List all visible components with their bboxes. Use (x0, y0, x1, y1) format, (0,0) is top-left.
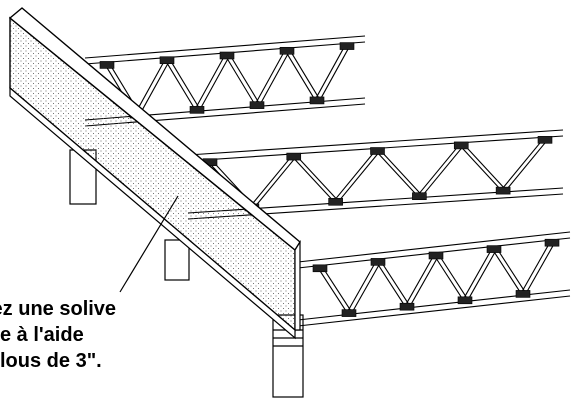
truss-3-connector-plate (341, 309, 357, 317)
truss-1-web (164, 59, 196, 110)
rim-joist-base (9, 86, 296, 340)
rim-joist-face (9, 16, 296, 332)
truss-2-connector-plate (453, 141, 469, 150)
truss-2-connector-plate (495, 186, 511, 195)
truss-1-connector-plate (219, 51, 235, 60)
truss-3-web (346, 261, 377, 313)
truss-3-connector-plate (544, 238, 560, 247)
truss-2-connector-plate (328, 197, 343, 206)
truss-2-web-inner (296, 155, 340, 202)
truss-2-web-inner (254, 155, 298, 208)
truss-2-web-inner (380, 150, 423, 197)
truss-3-top-chord (297, 231, 571, 263)
truss-1-web (224, 54, 256, 105)
truss-1-connector-plate (279, 46, 295, 55)
truss-3-web-inner (467, 248, 498, 301)
truss-1-web (284, 50, 316, 101)
truss-2-web-inner (505, 138, 549, 191)
truss-3-connector-plate (399, 302, 415, 311)
truss-1-connector-plate (159, 56, 175, 65)
caption-line-2: e à l'aide (0, 324, 84, 346)
truss-1-web-inner (229, 54, 261, 105)
truss-2-web (291, 155, 335, 202)
callout-leader-line (119, 195, 179, 293)
truss-1-connector-plate (99, 61, 115, 69)
truss-1-web (314, 45, 346, 101)
truss-1-web-inner (319, 45, 351, 101)
truss-2-web (416, 144, 460, 197)
truss-1-connector-plate (189, 106, 205, 114)
caption-line-1: lez une solive (0, 298, 117, 320)
truss-3-connector-plate (457, 296, 473, 305)
truss-1-connector-plate (339, 42, 355, 50)
truss-2-connector-plate (370, 147, 385, 155)
truss-3-web (404, 254, 435, 307)
truss-1-web-inner (139, 59, 171, 115)
truss-2-web (249, 155, 293, 208)
truss-1-connector-plate (249, 101, 265, 109)
truss-3-connector-plate (312, 264, 328, 273)
truss-2-web (375, 150, 418, 197)
truss-2-web-inner (338, 150, 381, 202)
truss-3-web-inner (351, 261, 382, 313)
truss-3-web-inner (380, 261, 411, 307)
truss-2-connector-plate (537, 136, 553, 144)
truss-3-web (317, 267, 348, 313)
truss-3-bottom-chord-inner (297, 295, 571, 327)
truss-2-web-inner (421, 144, 465, 197)
truss-3-web (462, 248, 493, 301)
truss-1-web-inner (259, 50, 291, 105)
rim-joist (8, 7, 301, 340)
truss-1-web (254, 50, 286, 105)
truss-1-web (194, 54, 226, 110)
truss-3-web (433, 254, 464, 301)
truss-3-web-inner (322, 267, 353, 313)
truss-2-top-chord (187, 129, 564, 156)
truss-1-web (134, 59, 166, 115)
truss-3-connector-plate (515, 290, 531, 298)
truss-3-connector-plate (486, 245, 502, 253)
truss-3-web (491, 248, 522, 294)
truss-1-connector-plate (309, 96, 325, 105)
post-2 (164, 239, 190, 281)
truss-3-web-inner (525, 241, 556, 294)
truss-2-web-inner (463, 144, 507, 191)
truss-3-web-inner (496, 248, 527, 294)
truss-3-connector-plate (370, 258, 386, 266)
truss-1-web-inner (169, 59, 201, 110)
truss-3-web (520, 241, 551, 294)
caption-line-3: lous de 3". (0, 350, 102, 372)
truss-3-web-inner (438, 254, 469, 301)
truss-3-connector-plate (428, 251, 444, 260)
callout-caption: lez une solive e à l'aide lous de 3". (0, 296, 200, 374)
truss-2-web (333, 150, 376, 202)
truss-2-web (458, 144, 502, 191)
truss-1-web-inner (199, 54, 231, 110)
truss-2-web (500, 138, 544, 191)
truss-2-connector-plate (412, 192, 427, 201)
rim-joist-edge (294, 239, 301, 331)
truss-1-web-inner (289, 50, 321, 101)
truss-3-web (375, 261, 406, 307)
truss-2-connector-plate (286, 152, 302, 161)
truss-3-web-inner (409, 254, 440, 307)
truss-1-top-chord (84, 35, 366, 59)
